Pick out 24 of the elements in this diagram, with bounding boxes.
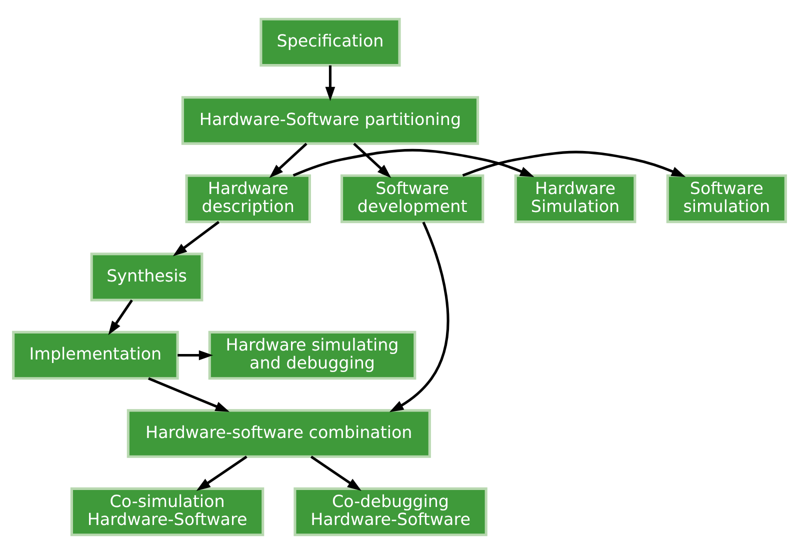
node-box: Synthesis	[90, 252, 204, 301]
arrow	[310, 455, 362, 490]
arrow	[196, 455, 248, 490]
arrow	[269, 142, 308, 178]
node-box: Software simulation	[666, 174, 787, 223]
arrow	[178, 350, 214, 360]
node-box: Co-simulation Hardware-Software	[70, 486, 264, 536]
arrow	[462, 150, 686, 176]
arrow	[292, 148, 534, 176]
node-box: Software development	[340, 174, 484, 223]
arrow	[353, 142, 392, 178]
node-box: Implementation	[12, 330, 179, 380]
node-box: Hardware description	[185, 174, 311, 223]
arrow	[108, 298, 133, 335]
node-box: Co-debugging Hardware-Software	[294, 486, 488, 536]
node-box: Specification	[260, 17, 401, 66]
arrow	[172, 220, 220, 256]
node-box: Hardware-Software partitioning	[181, 96, 480, 144]
node-box: Hardware Simulation	[514, 174, 636, 223]
node-box: Hardware-software combination	[126, 408, 431, 458]
node-box: Hardware simulating and debugging	[208, 330, 416, 380]
arrow	[148, 376, 230, 412]
arrow	[389, 221, 450, 412]
arrow	[325, 64, 336, 100]
